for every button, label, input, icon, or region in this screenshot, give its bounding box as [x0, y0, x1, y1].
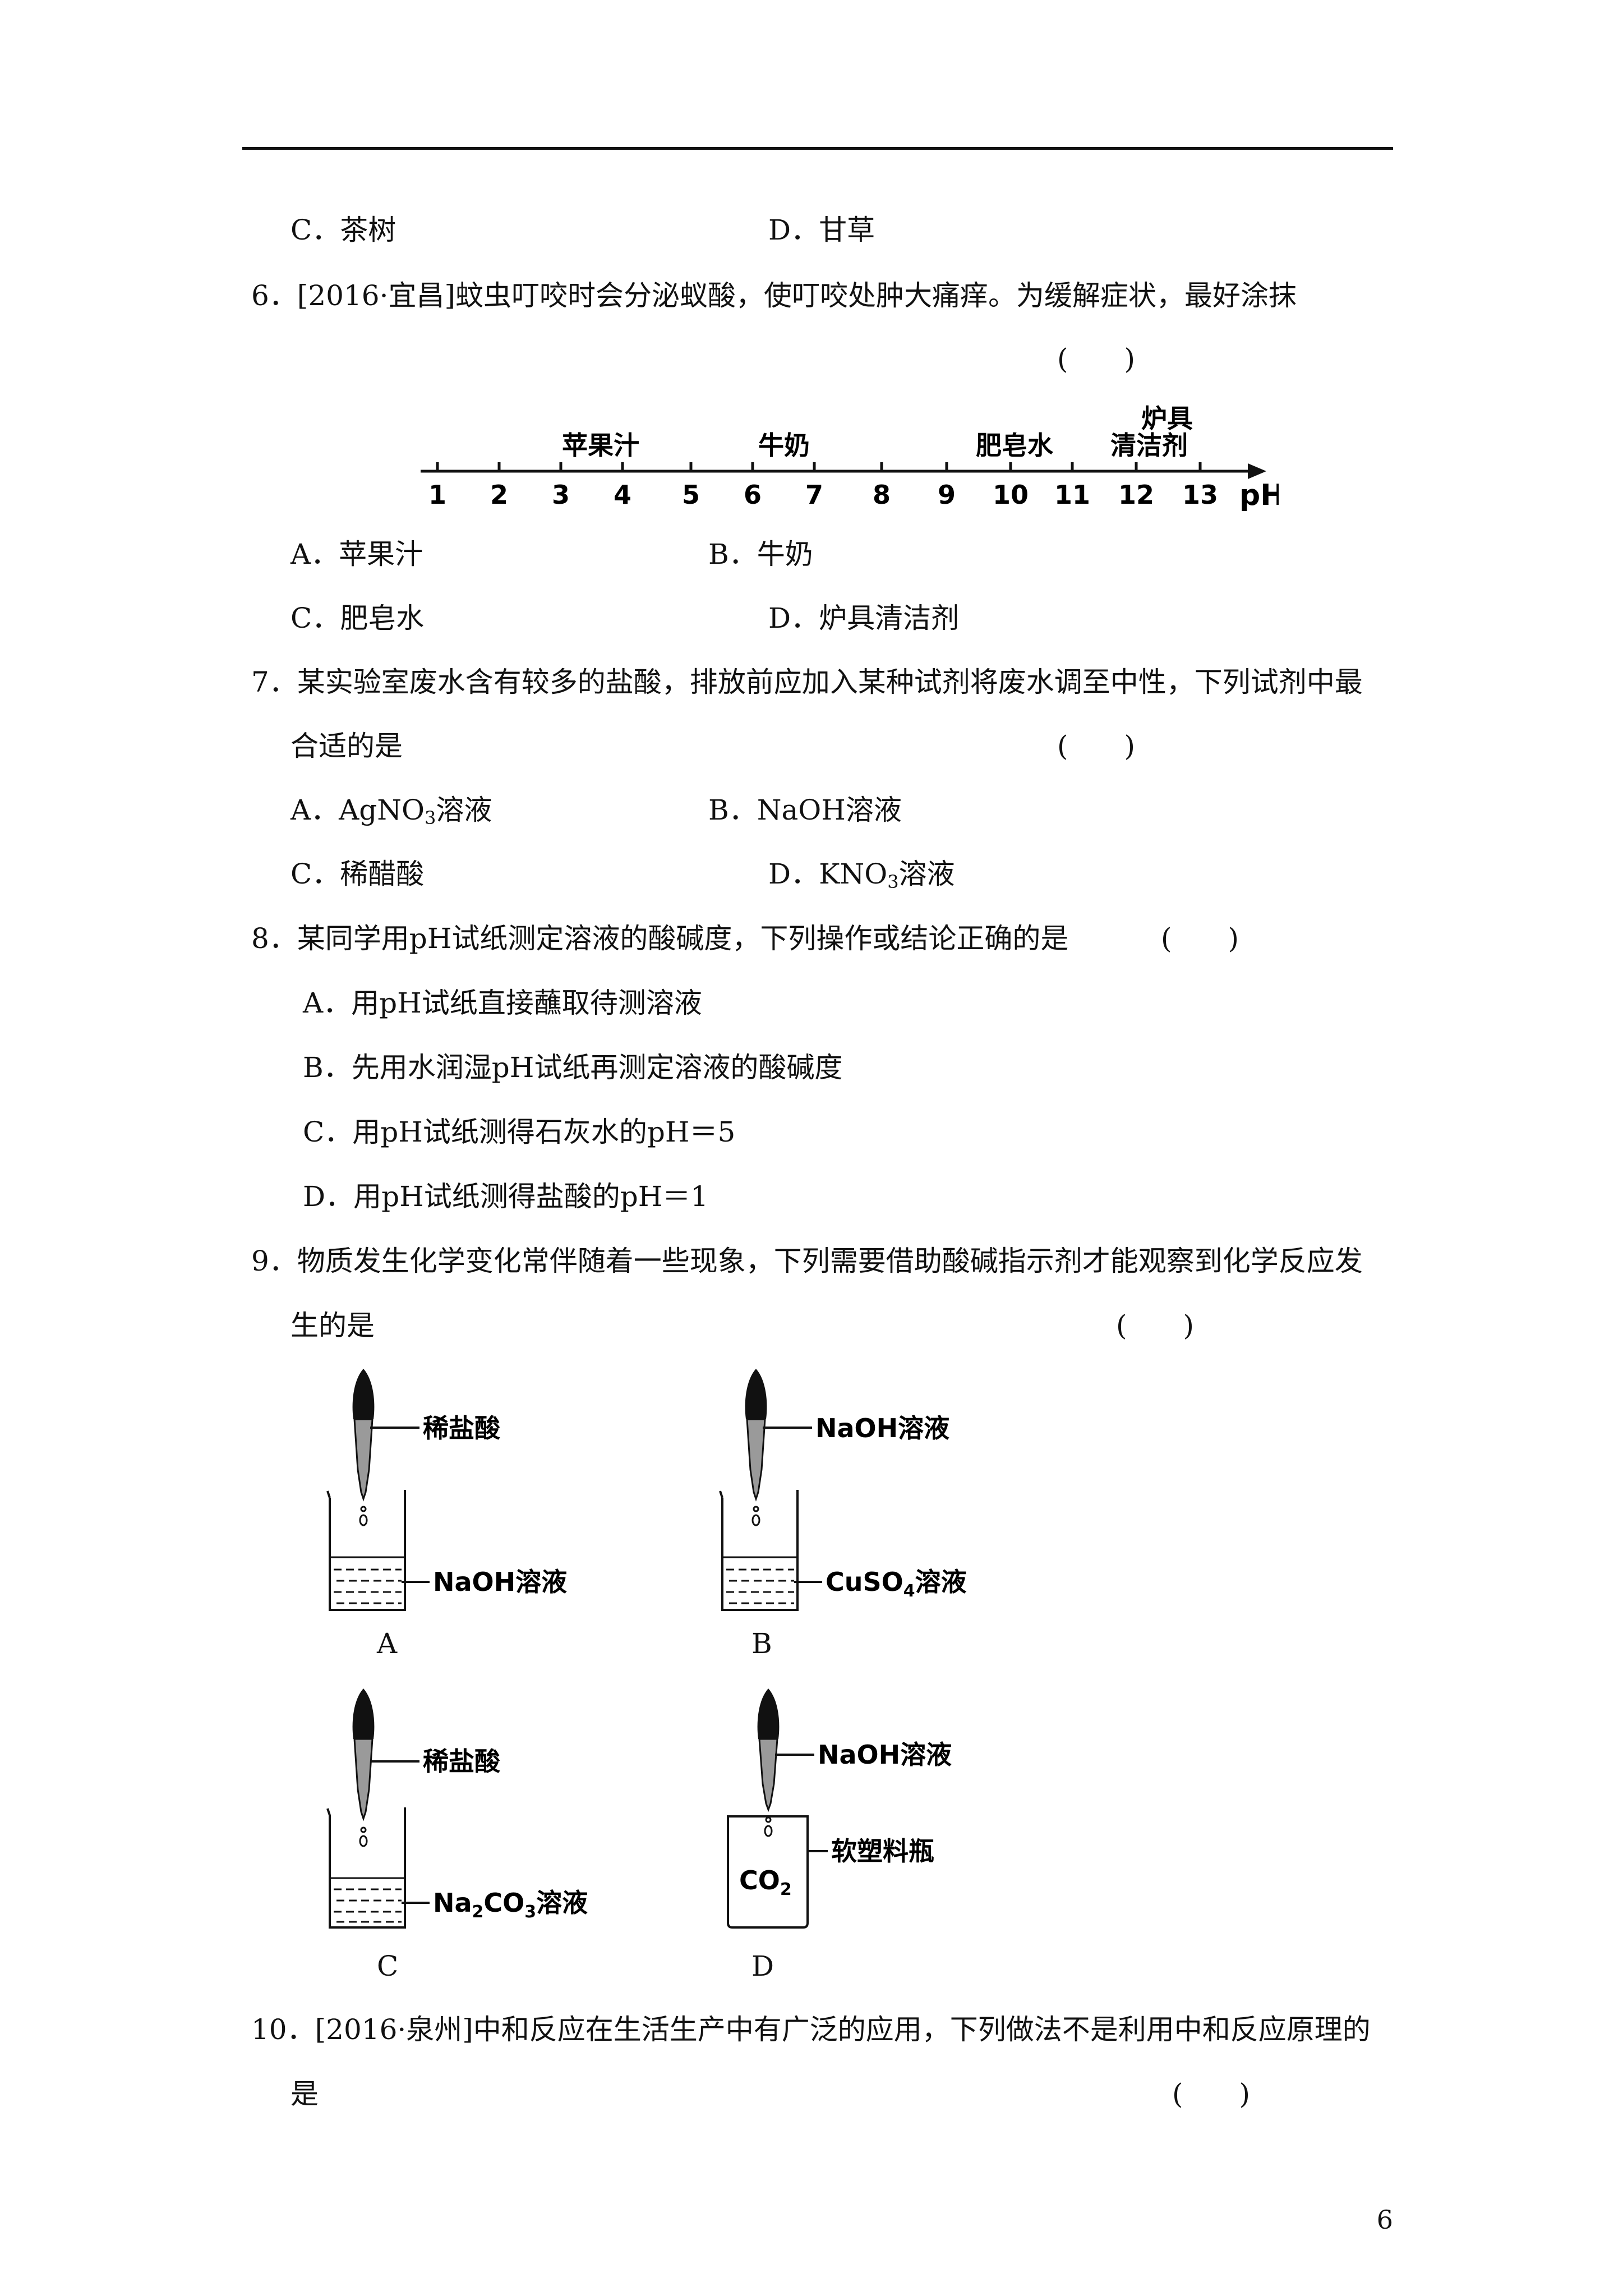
plastic-bottle — [727, 1815, 809, 1929]
q9-figure-a: 稀盐酸 NaOH溶液 — [326, 1369, 567, 1611]
q8-option-b: B．先用水润湿pH试纸再测定溶液的酸碱度 — [303, 1051, 843, 1084]
beaker-label: CuSO4溶液 — [826, 1567, 967, 1601]
ph-label-cleaner-line2: 清洁剂 — [1110, 430, 1188, 461]
ph-label-apple-juice: 苹果汁 — [562, 430, 639, 461]
q7-stem-line1: 7．某实验室废水含有较多的盐酸，排放前应加入某种试剂将废水调至中性，下列试剂中最 — [251, 666, 1363, 698]
q8-option-d: D．用pH试纸测得盐酸的pH＝1 — [303, 1180, 709, 1213]
ph-tick-label: 6 — [744, 480, 762, 510]
ph-tick-label: 9 — [938, 480, 956, 510]
dropper-tube — [353, 1418, 374, 1502]
q9-stem-line1: 9．物质发生化学变化常伴随着一些现象，下列需要借助酸碱指示剂才能观察到化学反应发 — [251, 1245, 1363, 1277]
beaker — [326, 1490, 406, 1611]
dropper-label: 稀盐酸 — [423, 1746, 501, 1777]
q7-option-d: D．KNO3溶液 — [768, 858, 955, 892]
ph-tick-label: 3 — [552, 480, 570, 510]
page-number: 6 — [1376, 2205, 1393, 2235]
q5-option-c: C．茶树 — [291, 214, 396, 246]
ph-tick-label: 7 — [805, 480, 823, 510]
ph-tick-label: 11 — [1054, 480, 1090, 510]
q7-option-c: C．稀醋酸 — [291, 858, 425, 890]
ph-label-cleaner-line1: 炉具 — [1141, 403, 1193, 434]
q6-answer-paren: ( ) — [1057, 343, 1136, 375]
dropper-label: NaOH溶液 — [818, 1740, 952, 1770]
q9-figure-d-letter: D — [751, 1950, 774, 1982]
dropper-label: NaOH溶液 — [815, 1413, 949, 1443]
ph-axis-label: pH — [1239, 478, 1279, 512]
q9-figure-c-letter: C — [377, 1950, 399, 1982]
q10-stem-line2: 是 — [291, 2078, 319, 2110]
ph-tick-label: 13 — [1182, 480, 1218, 510]
beaker-label: NaOH溶液 — [433, 1567, 567, 1597]
ph-tick-label: 10 — [993, 480, 1029, 510]
q6-option-b: B．牛奶 — [708, 538, 813, 570]
q7-option-a: A．AgNO3溶液 — [291, 794, 492, 829]
ph-tick-label: 8 — [873, 480, 891, 510]
q6-option-c: C．肥皂水 — [291, 602, 425, 634]
q9-figure-c: 稀盐酸 Na2CO3溶液 — [326, 1688, 588, 1929]
q10-stem-line1: 10．[2016·泉州]中和反应在生活生产中有广泛的应用，下列做法不是利用中和反… — [251, 2013, 1371, 2046]
beaker-label: Na2CO3溶液 — [433, 1888, 588, 1922]
ph-tick-label: 1 — [428, 480, 446, 510]
ph-ticks — [436, 462, 1202, 471]
bottle-contents-label: CO2 — [739, 1865, 792, 1899]
q9-figure-d: NaOH溶液 CO2 软塑料瓶 — [727, 1688, 952, 1929]
ph-tick-label: 2 — [490, 480, 508, 510]
dropper-label: 稀盐酸 — [423, 1413, 501, 1443]
q6-option-d: D．炉具清洁剂 — [768, 602, 960, 634]
q9-figure-b-letter: B — [751, 1627, 772, 1660]
q9-answer-paren: ( ) — [1116, 1309, 1195, 1342]
ph-tick-label: 12 — [1118, 480, 1154, 510]
ph-label-soap-water: 肥皂水 — [976, 430, 1054, 461]
q7-answer-paren: ( ) — [1057, 730, 1136, 762]
q10-answer-paren: ( ) — [1172, 2078, 1251, 2110]
q8-answer-paren: ( ) — [1161, 922, 1239, 955]
q9-stem-line2: 生的是 — [291, 1309, 375, 1342]
q9-figure-a-letter: A — [377, 1627, 398, 1660]
dropper-bulb — [352, 1369, 375, 1419]
ph-tick-label: 5 — [682, 480, 700, 510]
q6-option-a: A．苹果汁 — [291, 538, 423, 570]
header-rule — [242, 147, 1393, 150]
q5-option-d: D．甘草 — [768, 214, 875, 246]
bottle-label: 软塑料瓶 — [831, 1836, 934, 1866]
q8-stem: 8．某同学用pH试纸测定溶液的酸碱度，下列操作或结论正确的是 — [251, 922, 1069, 955]
q8-option-c: C．用pH试纸测得石灰水的pH＝5 — [303, 1116, 736, 1148]
q9-figure-b: NaOH溶液 CuSO4溶液 — [719, 1369, 967, 1611]
ph-axis-arrow — [1248, 463, 1266, 479]
ph-label-milk: 牛奶 — [758, 430, 810, 461]
q7-option-b: B．NaOH溶液 — [708, 794, 902, 826]
q8-option-a: A．用pH试纸直接蘸取待测溶液 — [303, 987, 702, 1019]
q7-stem-line2: 合适的是 — [291, 730, 403, 762]
ph-tick-label: 4 — [614, 480, 631, 510]
q6-stem: 6．[2016·宜昌]蚊虫叮咬时会分泌蚁酸，使叮咬处肿大痛痒。为缓解症状，最好涂… — [251, 279, 1297, 312]
